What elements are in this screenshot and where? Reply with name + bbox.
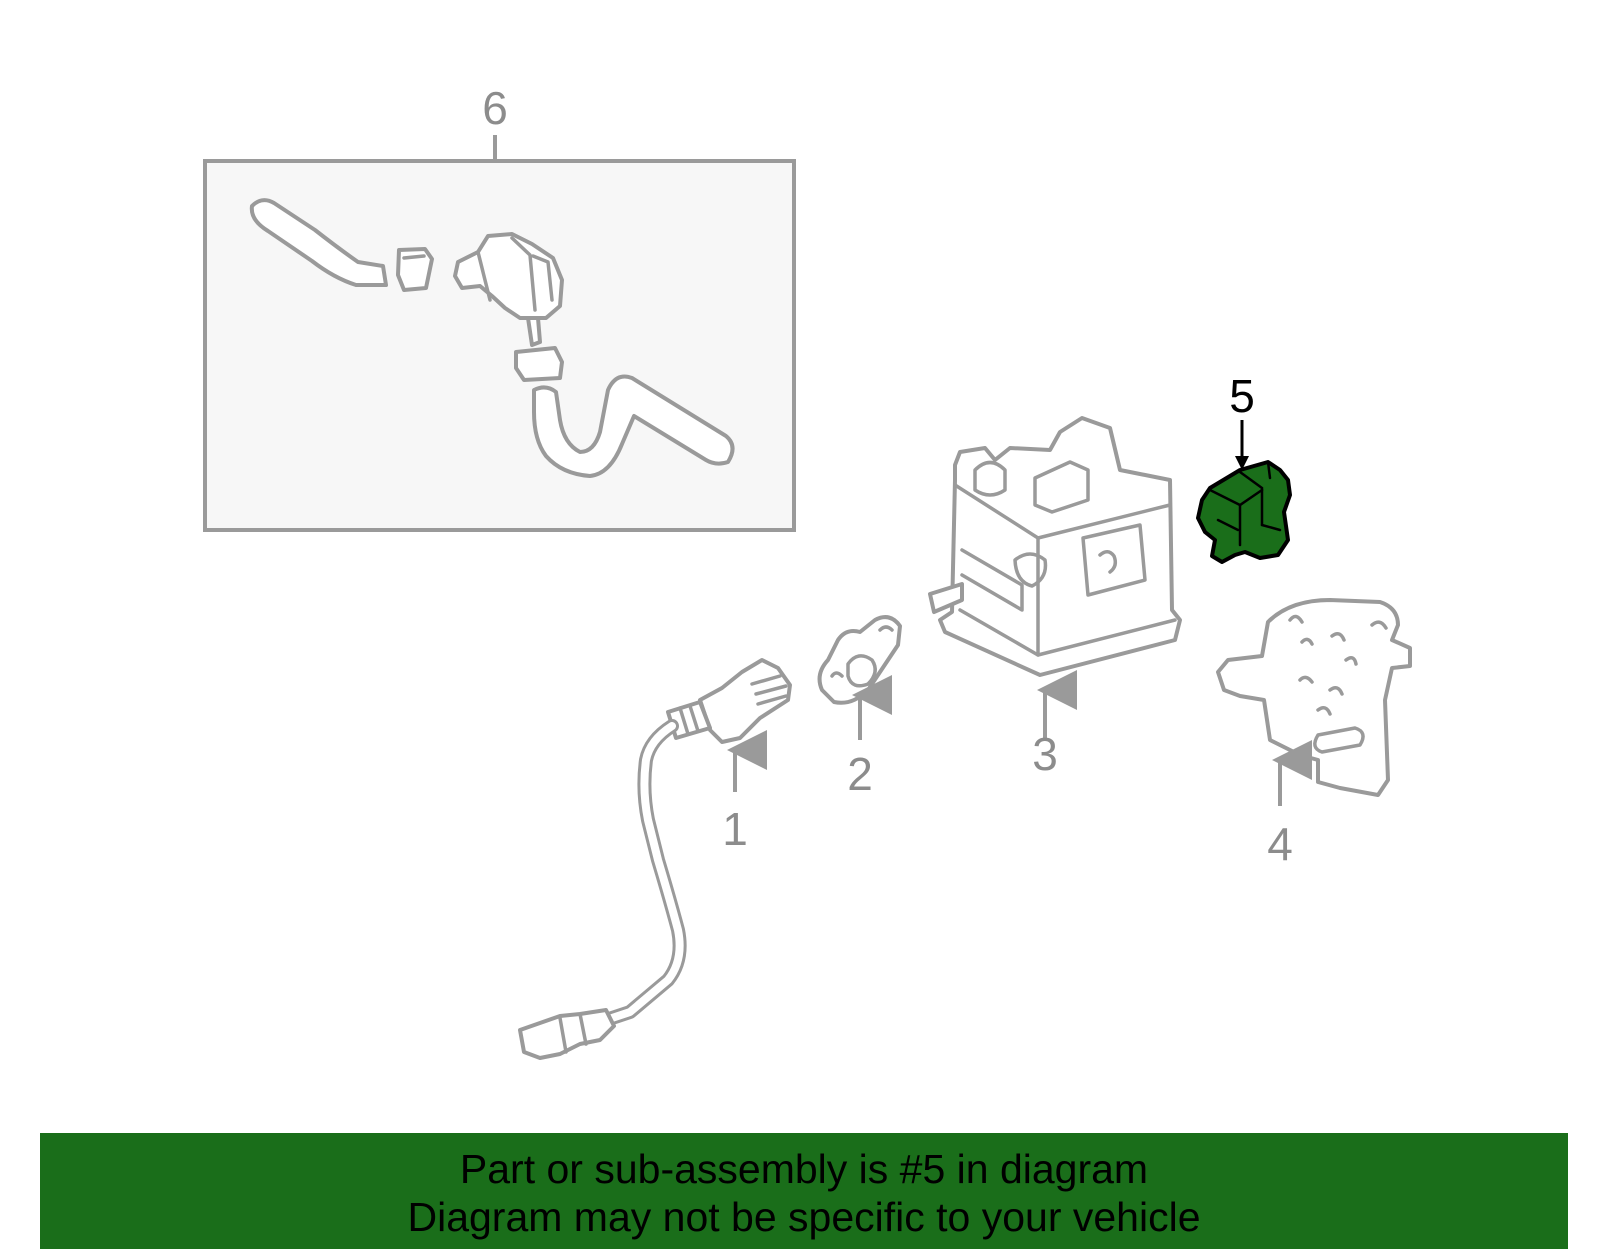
- part-5-purge-valve[interactable]: [1196, 460, 1292, 564]
- part-2-gasket[interactable]: [817, 615, 902, 705]
- callout-3: 3: [1032, 728, 1058, 780]
- callout-2: 2: [847, 748, 873, 800]
- part-4-bracket[interactable]: [1216, 598, 1412, 797]
- sensor-connector: [518, 1008, 616, 1060]
- callout-1: 1: [722, 803, 748, 855]
- bracket-plate: [1216, 598, 1412, 797]
- canister-body: [938, 416, 1182, 677]
- small-connector: [514, 346, 564, 382]
- callout-5: 5: [1229, 370, 1255, 422]
- gasket-plate: [817, 615, 902, 705]
- part-5-body: [1196, 460, 1292, 564]
- banner-line-2: Diagram may not be specific to your vehi…: [407, 1194, 1201, 1240]
- part-3-canister[interactable]: [928, 416, 1182, 677]
- info-banner: Part or sub-assembly is #5 in diagram Di…: [40, 1133, 1568, 1249]
- lower-hose: [532, 374, 735, 478]
- part-1-sensor[interactable]: [518, 658, 792, 1060]
- callout-4: 4: [1267, 818, 1293, 870]
- sensor-body: [698, 658, 792, 744]
- part-6-hose-assembly[interactable]: [203, 135, 796, 532]
- upper-hose: [249, 198, 388, 287]
- callout-5-arrowhead: [1235, 456, 1249, 470]
- banner-line-1: Part or sub-assembly is #5 in diagram: [459, 1146, 1149, 1192]
- callout-6: 6: [482, 82, 508, 134]
